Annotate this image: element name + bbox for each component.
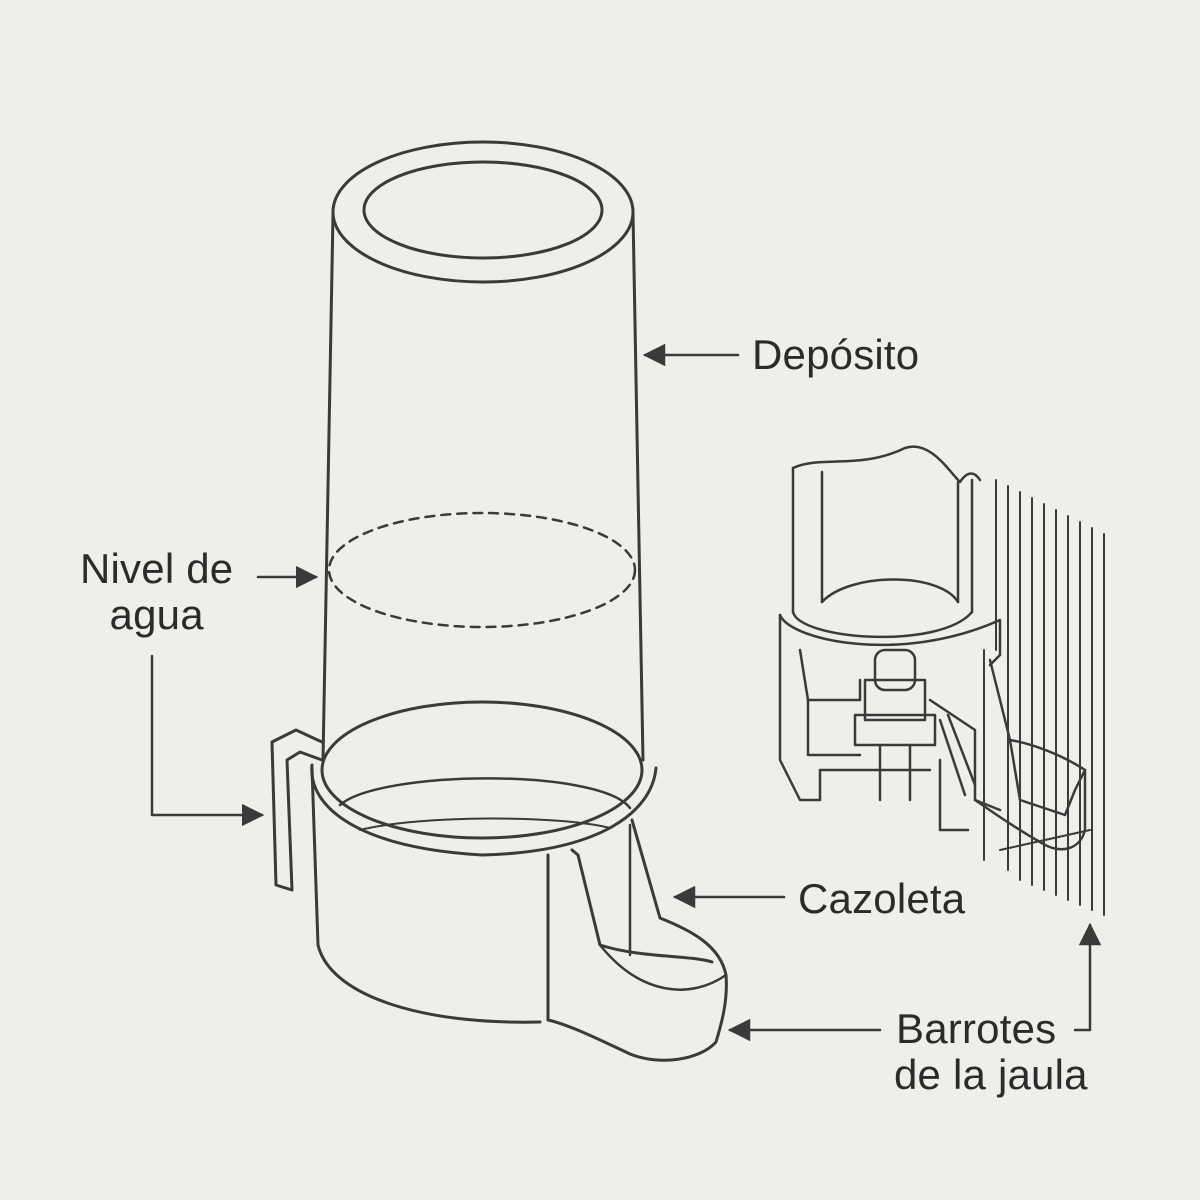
reservoir-lower-rim <box>320 700 644 840</box>
hook-arrow <box>150 654 265 827</box>
label-cazoleta: Cazoleta <box>798 876 965 922</box>
water-level-dashed-line <box>327 511 637 629</box>
reservoir-top-opening <box>362 160 604 260</box>
cup-inner-floor <box>338 777 632 810</box>
label-deposito-text: Depósito <box>752 331 920 378</box>
spout-lip <box>598 943 728 991</box>
reservoir-right-side <box>631 212 645 762</box>
cage-bars <box>983 479 1105 916</box>
spout-trough <box>546 818 728 1062</box>
cross-section-detail <box>778 445 1091 851</box>
label-nivel-de-agua: Nivel de agua <box>80 546 233 638</box>
label-nivel-line1: Nivel de <box>80 545 234 592</box>
cup-left-side <box>310 766 320 947</box>
detail-torn-top <box>791 445 982 484</box>
cup-bottom-curve <box>316 943 542 1024</box>
water-reservoir <box>320 140 645 840</box>
label-barrotes-line1: Barrotes <box>896 1005 1057 1052</box>
hanging-hook <box>270 728 324 892</box>
reservoir-left-side <box>321 212 335 762</box>
label-cazoleta-text: Cazoleta <box>798 875 966 922</box>
label-barrotes-line2: de la jaula <box>894 1051 1088 1098</box>
label-barrotes-de-la-jaula: Barrotes de la jaula <box>894 1005 1088 1098</box>
reservoir-top-rim <box>331 140 635 284</box>
feeding-cup <box>270 728 728 1062</box>
cup-rim-front <box>310 763 658 857</box>
barrotes-arrow-up <box>1073 922 1102 1032</box>
cup-inner-floor-2 <box>359 817 611 831</box>
label-nivel-line2: agua <box>109 591 204 638</box>
label-deposito: Depósito <box>752 332 919 378</box>
